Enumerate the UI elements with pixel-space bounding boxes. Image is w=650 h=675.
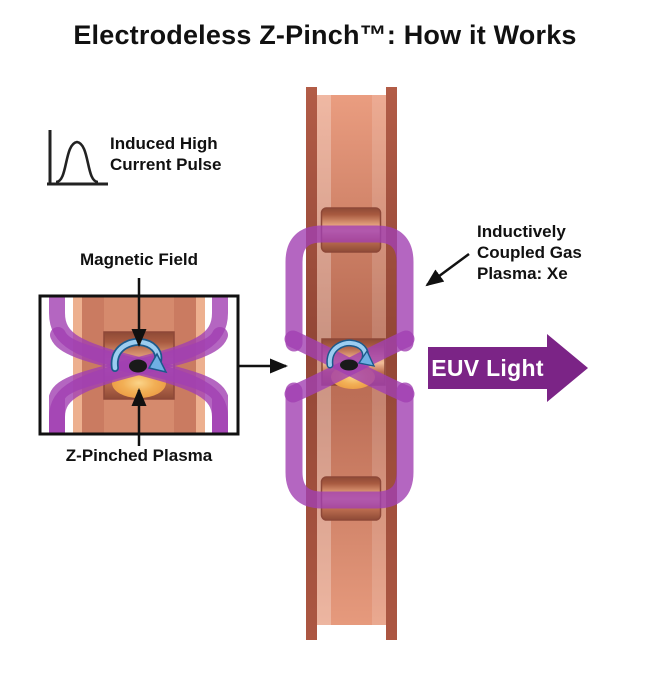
inset-plasma-dot [129,359,147,373]
euv-light-label: EUV Light [431,354,544,381]
magnetic-loop-icon [326,339,376,369]
coupled-plasma-label: Inductively Coupled Gas Plasma: Xe [477,222,582,283]
euv-arrow [428,334,588,402]
xe-pointer-arrow [425,252,470,287]
magnetic-field-label: Magnetic Field [79,250,199,269]
plasma-dot [340,359,358,371]
page-title: Electrodeless Z-Pinch™: How it Works [73,20,577,50]
z-pinched-plasma-label: Z-Pinched Plasma [65,446,213,465]
pulse-label: Induced High Current Pulse [110,134,222,174]
pulse-waveform-icon [47,130,108,186]
